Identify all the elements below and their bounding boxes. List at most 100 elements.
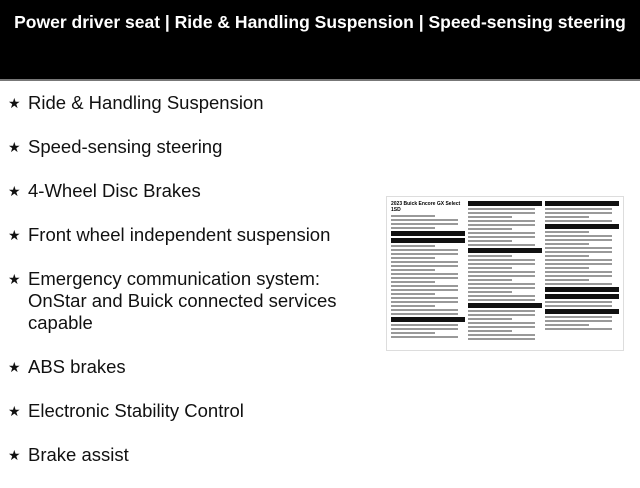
sticker-text-line <box>391 249 458 251</box>
sticker-section-header <box>545 294 619 299</box>
list-item: ★Speed-sensing steering <box>8 136 368 158</box>
sticker-text-line <box>545 305 612 307</box>
sticker-text-line <box>545 275 612 277</box>
sticker-text-line <box>468 287 535 289</box>
sticker-text-line <box>468 216 513 218</box>
sticker-title: 2023 Buick Encore GX Select 1SD <box>391 201 461 213</box>
sticker-text-line <box>391 301 458 303</box>
sticker-text-line <box>391 257 436 259</box>
sticker-text-line <box>545 316 612 318</box>
feature-list: ★Ride & Handling Suspension ★Speed-sensi… <box>8 92 368 488</box>
star-icon: ★ <box>8 403 21 419</box>
list-item: ★ ABS brakes <box>8 356 368 378</box>
sticker-text-line <box>391 285 458 287</box>
sticker-text-line <box>468 322 535 324</box>
sticker-text-line <box>468 212 535 214</box>
sticker-text-line <box>545 243 590 245</box>
sticker-column <box>545 201 619 346</box>
sticker-text-line <box>468 310 535 312</box>
sticker-section-header <box>391 317 465 322</box>
list-item: ★4-Wheel Disc Brakes <box>8 180 368 202</box>
sticker-text-line <box>545 220 612 222</box>
feature-label: Electronic Stability Control <box>28 400 244 421</box>
sticker-text-line <box>468 220 535 222</box>
sticker-text-line <box>468 236 535 238</box>
sticker-text-line <box>468 326 535 328</box>
sticker-text-line <box>468 295 535 297</box>
sticker-text-line <box>468 228 513 230</box>
list-item: ★Front wheel independent suspension <box>8 224 368 246</box>
sticker-text-line <box>391 336 458 338</box>
star-icon: ★ <box>8 95 21 111</box>
sticker-text-line <box>545 324 590 326</box>
star-icon: ★ <box>8 227 21 243</box>
list-item: ★Emergency communication system: OnStar … <box>8 268 368 334</box>
sticker-text-line <box>468 275 535 277</box>
sticker-text-line <box>468 244 535 246</box>
sticker-text-line <box>545 263 612 265</box>
sticker-text-line <box>468 334 535 336</box>
sticker-text-line <box>545 239 612 241</box>
sticker-text-line <box>468 283 535 285</box>
sticker-text-line <box>468 299 535 301</box>
sticker-text-line <box>391 277 458 279</box>
sticker-text-line <box>545 267 590 269</box>
sticker-text-line <box>468 318 513 320</box>
sticker-text-line <box>468 267 513 269</box>
sticker-text-line <box>468 279 513 281</box>
sticker-text-line <box>391 253 458 255</box>
sticker-text-line <box>391 309 458 311</box>
sticker-text-line <box>391 328 458 330</box>
sticker-text-line <box>391 215 436 217</box>
list-item: ★Brake assist <box>8 444 368 466</box>
feature-label: ABS brakes <box>28 356 126 377</box>
sticker-text-line <box>545 301 612 303</box>
star-icon: ★ <box>8 183 21 199</box>
header-bar: Power driver seat | Ride & Handling Susp… <box>0 0 640 81</box>
sticker-text-line <box>468 263 535 265</box>
sticker-section-header <box>545 201 619 206</box>
sticker-text-line <box>391 332 436 334</box>
sticker-text-line <box>468 255 513 257</box>
sticker-text-line <box>545 259 612 261</box>
sticker-text-line <box>391 305 436 307</box>
sticker-text-line <box>391 324 458 326</box>
sticker-text-line <box>391 245 436 247</box>
sticker-text-line <box>545 208 612 210</box>
feature-label: Speed-sensing steering <box>28 136 223 157</box>
sticker-section-header <box>391 231 465 236</box>
sticker-section-header <box>391 238 465 243</box>
sticker-text-line <box>545 279 590 281</box>
sticker-section-header <box>468 248 542 253</box>
sticker-text-line <box>545 212 612 214</box>
window-sticker-image[interactable]: 2023 Buick Encore GX Select 1SD <box>386 196 624 351</box>
star-icon: ★ <box>8 447 21 463</box>
sticker-text-line <box>391 297 458 299</box>
sticker-text-line <box>545 235 612 237</box>
sticker-text-line <box>468 208 535 210</box>
header-title: Power driver seat | Ride & Handling Susp… <box>14 12 626 32</box>
sticker-text-line <box>545 320 612 322</box>
sticker-text-line <box>468 240 513 242</box>
sticker-text-line <box>468 259 535 261</box>
sticker-text-line <box>391 261 458 263</box>
sticker-text-line <box>391 281 436 283</box>
sticker-section-header <box>545 309 619 314</box>
list-item: ★ Electronic Stability Control <box>8 400 368 422</box>
sticker-text-line <box>391 265 458 267</box>
sticker-text-line <box>468 224 535 226</box>
sticker-text-line <box>545 216 590 218</box>
list-item: ★ Ride & Handling Suspension <box>8 92 368 114</box>
sticker-text-line <box>468 271 535 273</box>
sticker-text-line <box>391 269 436 271</box>
sticker-text-line <box>468 314 535 316</box>
sticker-text-line <box>468 291 513 293</box>
sticker-text-line <box>545 247 612 249</box>
sticker-section-header <box>468 303 542 308</box>
sticker-section-header <box>468 201 542 206</box>
sticker-text-line <box>545 328 612 330</box>
star-icon: ★ <box>8 359 21 375</box>
sticker-text-line <box>391 223 458 225</box>
feature-label: Ride & Handling Suspension <box>28 92 264 113</box>
sticker-column <box>468 201 542 346</box>
